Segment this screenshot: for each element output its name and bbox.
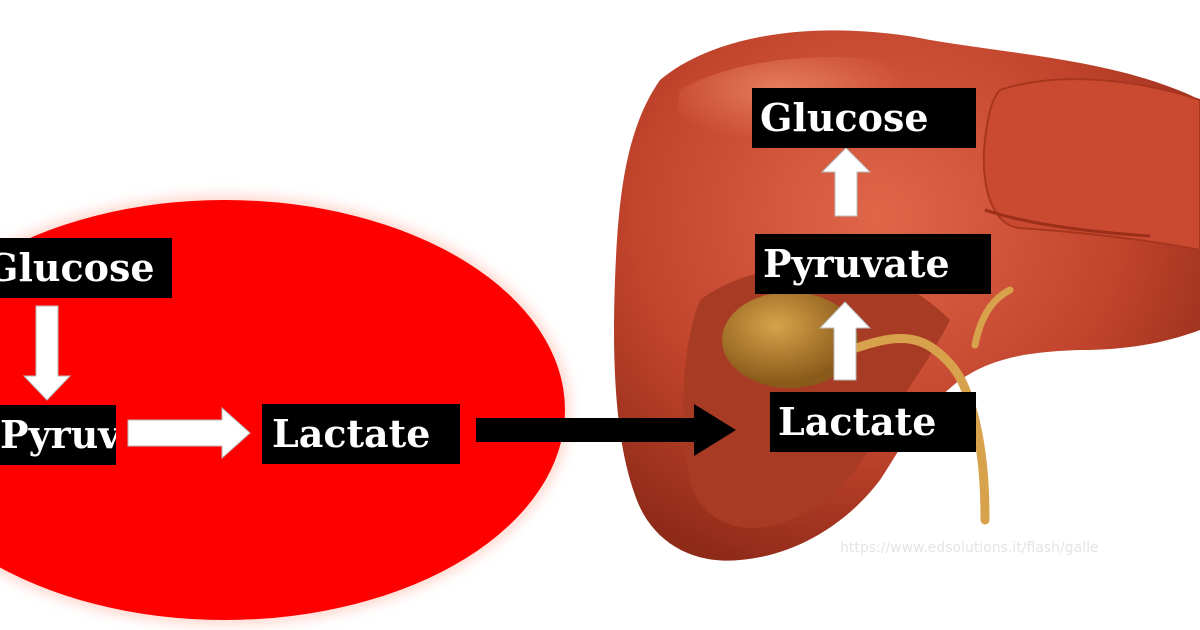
transport-arrow [476, 404, 736, 456]
hepatic-duct [971, 286, 1014, 349]
gallbladder [722, 292, 858, 388]
liver-fold [984, 208, 1151, 238]
liver-pyruvate-label: Pyruvate [755, 234, 991, 294]
bile-duct [845, 333, 990, 525]
watermark-text: https://www.edsolutions.it/flash/galle [840, 540, 1099, 556]
cell-glucose-label: Glucose [0, 238, 172, 298]
liver-right-lobe [982, 78, 1200, 252]
liver-glucose-label: Glucose [752, 88, 976, 148]
cell-lactate-label: Lactate [262, 404, 460, 464]
cell-arrow-down [22, 305, 72, 401]
liver-arrow-up-to-glucose [820, 147, 872, 217]
liver-arrow-up-to-pyruvate [818, 301, 872, 381]
cell-pyruvate-label: Pyruvate [0, 405, 116, 465]
liver-lactate-label: Lactate [770, 392, 976, 452]
cell-arrow-right [127, 406, 251, 460]
